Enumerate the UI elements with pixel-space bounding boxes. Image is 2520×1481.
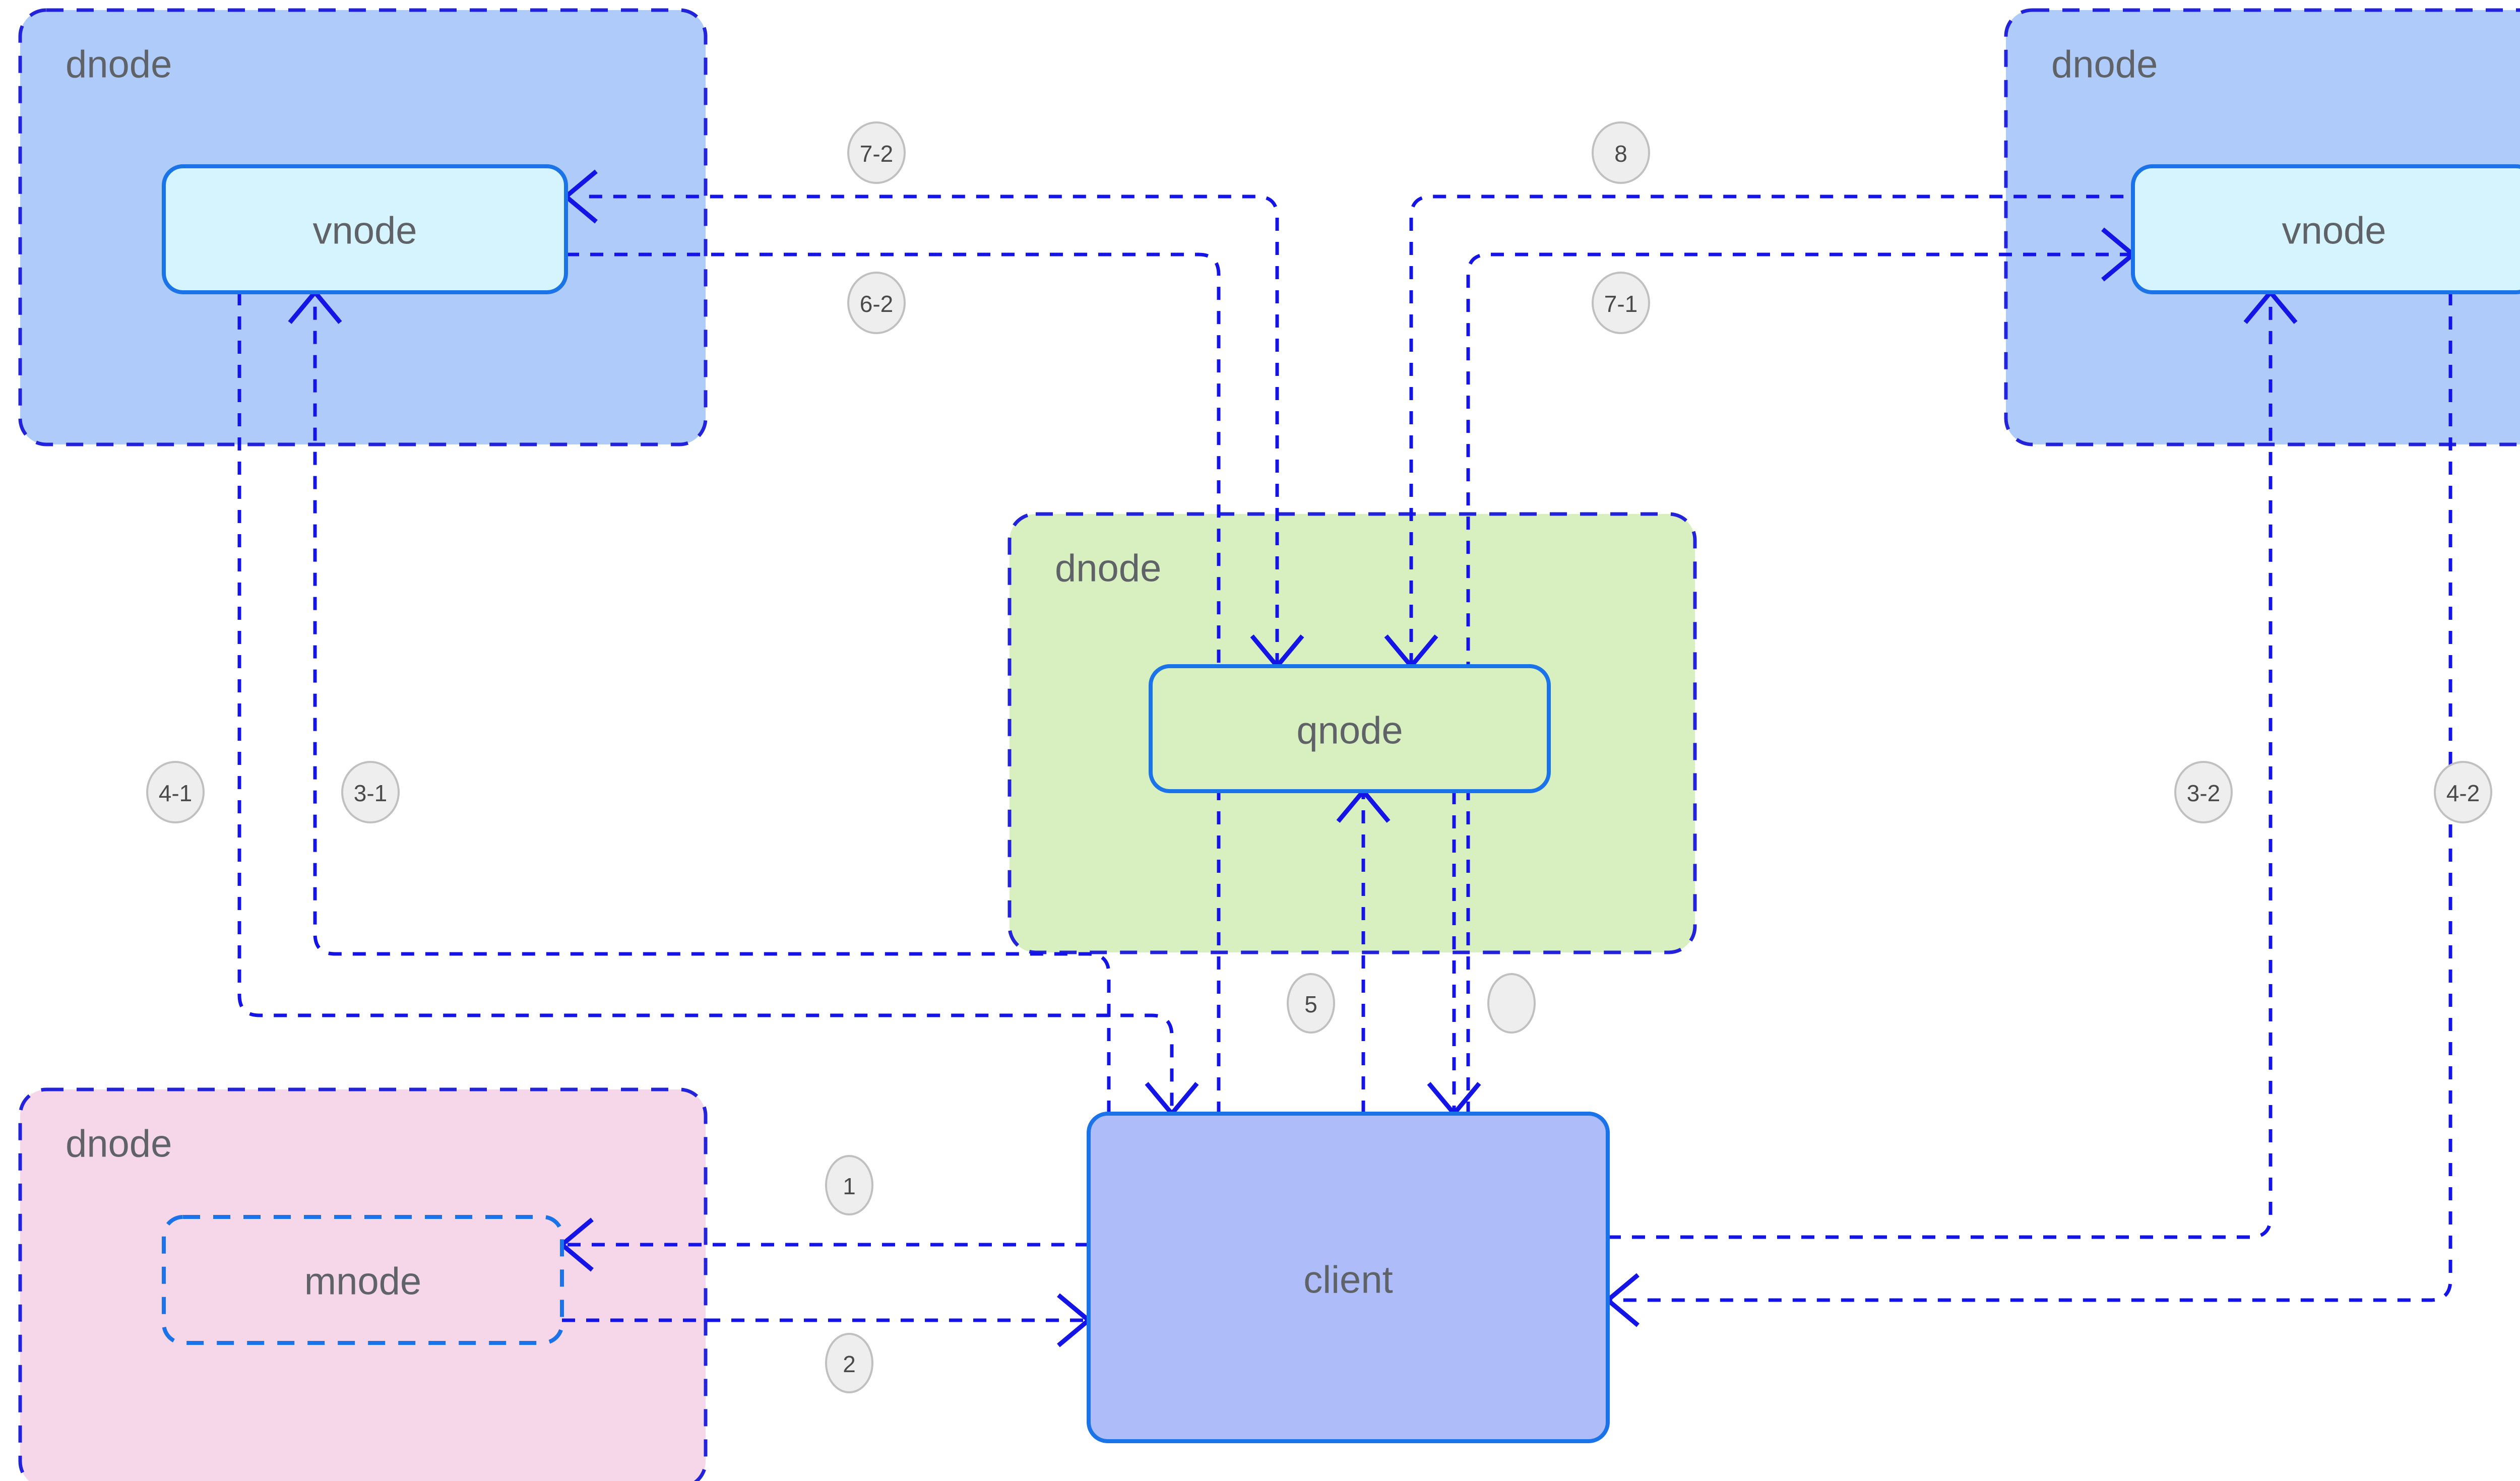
badge-3-1-shape — [341, 761, 400, 823]
edge-label-badge-5: 5 — [1287, 973, 1335, 1034]
badge-1-shape — [825, 1155, 873, 1215]
badge-4-1-text: 4-1 — [159, 780, 192, 806]
dnode-center-label: dnode — [1055, 547, 1161, 590]
badge-7-2-shape — [1592, 121, 1650, 184]
badge-3-2-text: 3-2 — [2187, 780, 2220, 806]
dnode-bottom-left-label: dnode — [66, 1123, 172, 1166]
qnode-label: qnode — [1296, 710, 1403, 752]
badge-1-text: 1 — [843, 1173, 856, 1199]
edge-6-1 — [566, 252, 1221, 666]
edge-6-2-path — [1466, 252, 2133, 666]
badge-4-2-text: 4-2 — [2446, 780, 2480, 806]
node-qnode[interactable]: qnode — [1149, 664, 1551, 793]
node-client[interactable]: client — [1087, 1112, 1610, 1443]
edge-label-badge-6-2: 7-1 — [1592, 272, 1650, 334]
vnode-right-box[interactable] — [2131, 164, 2520, 294]
badge-8-shape — [1487, 973, 1536, 1034]
badge-4-1-shape — [146, 761, 205, 823]
badge-3-2-shape — [2174, 761, 2233, 823]
badge-7-1-shape — [847, 121, 906, 184]
qnode-box[interactable] — [1149, 664, 1551, 793]
edge-4-2-path — [1608, 292, 2452, 1302]
node-vnode-right[interactable]: vnode — [2131, 164, 2520, 294]
edge-label-badge-7-1: 7-2 — [847, 121, 906, 184]
dnode-top-right-label: dnode — [2051, 43, 2158, 86]
edge-3-1-path — [313, 292, 1111, 1114]
edge-label-badge-4-1: 4-1 — [146, 761, 205, 823]
vnode-left-label: vnode — [312, 210, 417, 252]
badge-6-2-text: 7-1 — [1604, 291, 1637, 317]
edge-7-2-path — [1409, 195, 2133, 666]
badge-7-2-text: 8 — [1614, 141, 1627, 167]
client-box[interactable] — [1087, 1112, 1610, 1443]
edge-label-badge-8 — [1487, 973, 1536, 1034]
edge-label-badge-7-2: 8 — [1592, 121, 1650, 184]
badge-6-1-shape — [847, 272, 906, 334]
badge-2-text: 2 — [843, 1351, 856, 1377]
node-vnode-left[interactable]: vnode — [162, 164, 568, 294]
badge-4-2-shape — [2434, 761, 2492, 823]
edge-label-badge-6-1: 6-2 — [847, 272, 906, 334]
edge-4-1-path — [237, 292, 1174, 1114]
badge-5-text: 5 — [1304, 991, 1317, 1017]
edge-label-badge-3-1: 3-1 — [341, 761, 400, 823]
edge-label-badge-1: 1 — [825, 1155, 873, 1215]
edge-4-2 — [1604, 292, 2452, 1327]
badge-6-2-shape — [1592, 272, 1650, 334]
vnode-right-label: vnode — [2282, 210, 2386, 252]
badge-6-1-text: 6-2 — [860, 291, 893, 317]
mnode-box[interactable] — [162, 1215, 564, 1345]
badge-7-1-text: 7-2 — [860, 141, 893, 167]
badge-5-shape — [1287, 973, 1335, 1034]
edge-6-1-path — [566, 252, 1221, 666]
edge-7-1-path — [586, 195, 1279, 666]
edge-label-badge-4-2: 4-2 — [2434, 761, 2492, 823]
dnode-top-left-label: dnode — [66, 43, 172, 86]
badge-2-shape — [825, 1333, 873, 1393]
node-mnode[interactable]: mnode — [162, 1215, 564, 1345]
edge-label-badge-2: 2 — [825, 1333, 873, 1393]
vnode-left-box[interactable] — [162, 164, 568, 294]
client-label: client — [1303, 1259, 1393, 1302]
mnode-label: mnode — [304, 1260, 421, 1303]
edge-3-2-path — [1608, 292, 2273, 1239]
badge-3-1-text: 3-1 — [354, 780, 387, 806]
edge-label-badge-3-2: 3-2 — [2174, 761, 2233, 823]
